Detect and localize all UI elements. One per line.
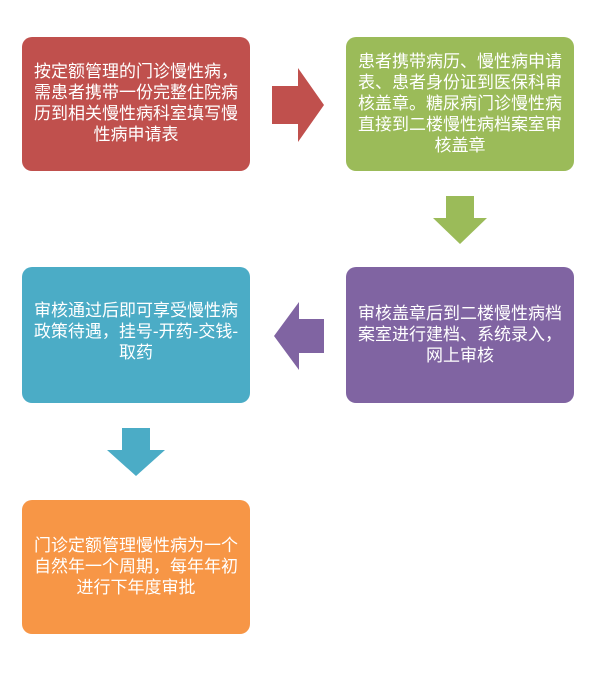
step-4-text: 审核通过后即可享受慢性病政策待遇，挂号-开药-交钱-取药 xyxy=(33,301,239,363)
step-3-text: 审核盖章后到二楼慢性病档案室进行建档、系统录入，网上审核 xyxy=(358,303,562,366)
step-2-box: 患者携带病历、慢性病申请表、患者身份证到医保科审核盖章。糖尿病门诊慢性病直接到二… xyxy=(346,37,574,171)
step-4-box: 审核通过后即可享受慢性病政策待遇，挂号-开药-交钱-取药 xyxy=(22,267,250,403)
step-5-text: 门诊定额管理慢性病为一个自然年一个周期，每年年初进行下年度审批 xyxy=(34,535,238,598)
step-3-box: 审核盖章后到二楼慢性病档案室进行建档、系统录入，网上审核 xyxy=(346,267,574,403)
arrow-right-icon xyxy=(272,68,324,142)
step-1-text: 按定额管理的门诊慢性病，需患者携带一份完整住院病历到相关慢性病科室填写慢性病申请… xyxy=(34,62,238,145)
arrow-down-icon xyxy=(433,196,487,244)
step-1-box: 按定额管理的门诊慢性病，需患者携带一份完整住院病历到相关慢性病科室填写慢性病申请… xyxy=(22,37,250,171)
step-2-text: 患者携带病历、慢性病申请表、患者身份证到医保科审核盖章。糖尿病门诊慢性病直接到二… xyxy=(358,51,562,156)
arrow-down-icon xyxy=(107,428,165,476)
arrow-left-icon xyxy=(274,302,324,370)
step-5-box: 门诊定额管理慢性病为一个自然年一个周期，每年年初进行下年度审批 xyxy=(22,500,250,634)
